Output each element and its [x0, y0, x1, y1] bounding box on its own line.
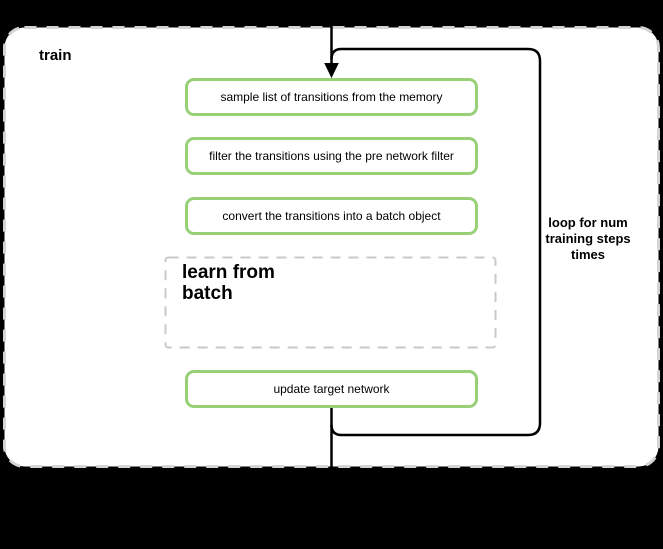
learn-from-batch-group-border: [164, 256, 497, 349]
diagram-title: train: [39, 47, 72, 64]
loop-boundary: [330, 47, 542, 437]
node-label: sample list of transitions from the memo…: [220, 90, 443, 104]
arrowhead-icon: [324, 63, 339, 79]
node-label: convert the transitions into a batch obj…: [222, 209, 441, 223]
node-update-target-network: update target network: [185, 370, 478, 408]
node-filter-transitions: filter the transitions using the pre net…: [185, 137, 478, 175]
loop-annotation: loop for num training steps times: [545, 215, 631, 262]
train-container-border: [3, 26, 660, 468]
node-label: update target network: [273, 382, 390, 396]
node-label: filter the transitions using the pre net…: [209, 149, 454, 163]
node-sample-transitions: sample list of transitions from the memo…: [185, 78, 478, 116]
node-convert-batch: convert the transitions into a batch obj…: [185, 197, 478, 235]
group-learn-from-batch-label: learn from batch: [182, 262, 275, 304]
